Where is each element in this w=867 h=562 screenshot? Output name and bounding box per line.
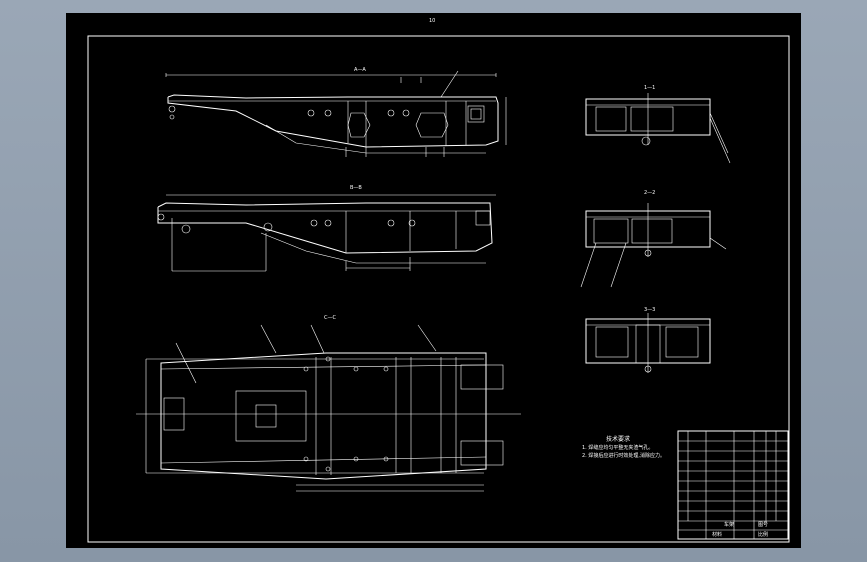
side-view-top: A—A <box>165 67 507 157</box>
drawing-canvas: 10 A—A B—B <box>87 18 790 543</box>
side-view-middle: B—B <box>157 185 496 272</box>
section-2: 2—2 <box>580 190 727 288</box>
section-3-label: 3—3 <box>644 307 655 313</box>
side-view-label: A—A <box>354 67 366 73</box>
inner-border <box>87 35 790 543</box>
title-block-scale: 比例 <box>758 531 768 538</box>
section-1-label: 1—1 <box>644 85 655 91</box>
top-mark: 10 <box>429 18 435 24</box>
plan-view: C—C <box>136 315 521 492</box>
technical-notes: 技术要求 1. 焊缝应均匀平整无夹渣气孔。 2. 焊接后应进行时效处理,消除应力… <box>582 435 665 459</box>
section-2-label: 2—2 <box>644 190 655 196</box>
title-block-number: 图号 <box>758 522 768 528</box>
notes-line-2: 2. 焊接后应进行时效处理,消除应力。 <box>582 452 665 459</box>
section-1: 1—1 <box>585 85 731 164</box>
title-block-title: 车架 <box>724 521 734 528</box>
drawing-sheet: 10 A—A B—B <box>66 13 801 548</box>
plan-view-label: C—C <box>324 315 336 321</box>
bottom-side-label: B—B <box>350 185 362 191</box>
notes-heading: 技术要求 <box>606 435 630 443</box>
section-3: 3—3 <box>585 307 711 373</box>
title-block-material: 材料 <box>712 531 722 538</box>
title-block: 车架 图号 比例 材料 <box>677 430 789 540</box>
notes-line-1: 1. 焊缝应均匀平整无夹渣气孔。 <box>582 444 653 451</box>
